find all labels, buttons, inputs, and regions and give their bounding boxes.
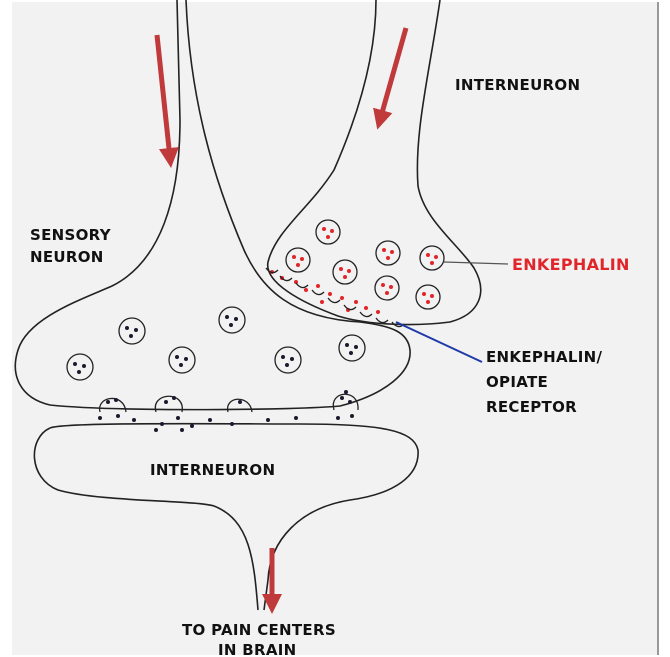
- label-receptor-line-3: RECEPTOR: [486, 398, 577, 416]
- label-receptor-line-2: OPIATE: [486, 373, 548, 391]
- label-sensory: SENSORY: [30, 226, 112, 244]
- label-neuron: NEURON: [30, 248, 104, 266]
- label-pain-centers-line-1: TO PAIN CENTERS: [182, 621, 336, 639]
- label-interneuron-bottom: INTERNEURON: [150, 461, 275, 479]
- label-pain-centers-line-2: IN BRAIN: [218, 641, 296, 657]
- label-receptor-line-1: ENKEPHALIN/: [486, 348, 603, 366]
- diagram-background: [12, 2, 658, 655]
- label-interneuron-top: INTERNEURON: [455, 76, 580, 94]
- label-enkephalin: ENKEPHALIN: [512, 255, 630, 274]
